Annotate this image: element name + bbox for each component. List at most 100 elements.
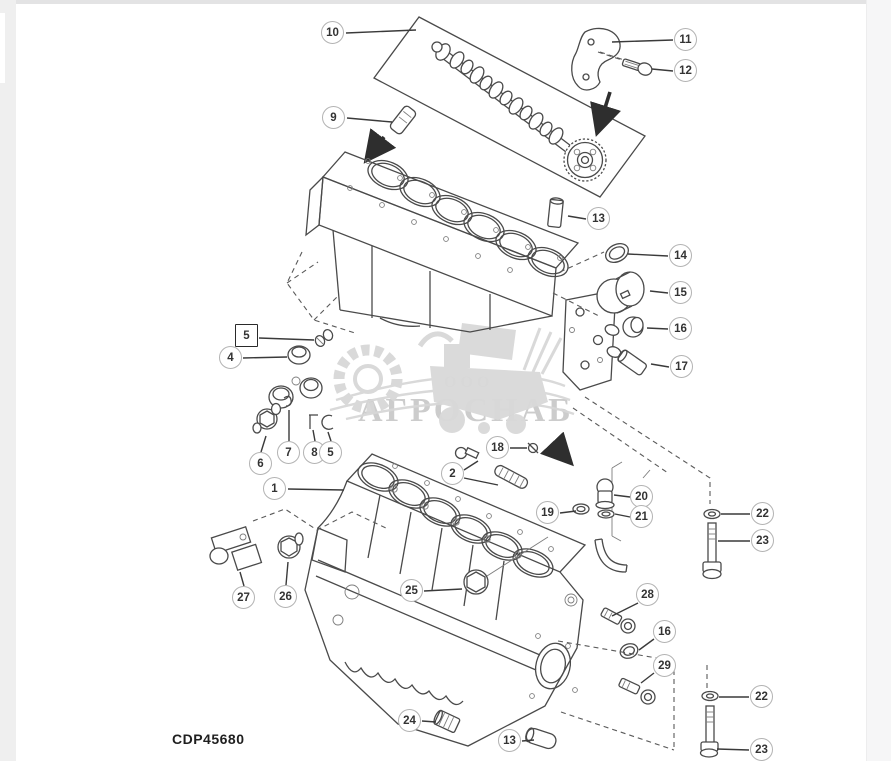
camshaft-group <box>373 16 646 198</box>
leader-line-16b <box>638 638 655 651</box>
scrollbar-fragment[interactable] <box>0 13 5 83</box>
thrust-plate <box>571 27 625 137</box>
leader-line-13a <box>567 215 587 220</box>
callout-22a[interactable]: 22 <box>751 502 774 525</box>
nut-29 <box>640 689 656 705</box>
sensor-group <box>572 461 651 573</box>
leader-line-15 <box>649 290 669 294</box>
callout-1[interactable]: 1 <box>263 477 286 500</box>
leader-line-4 <box>242 356 288 359</box>
dowel-13b <box>525 727 557 750</box>
valve-rotators <box>268 376 323 409</box>
callout-16a[interactable]: 16 <box>669 317 692 340</box>
callout-2[interactable]: 2 <box>441 462 464 485</box>
page-top-strip <box>0 0 891 4</box>
cup-plug-16 <box>622 316 644 338</box>
assembly-arrow <box>539 431 574 467</box>
figure-code: CDP45680 <box>172 731 245 747</box>
stud-29 <box>618 677 641 695</box>
leader-line-25 <box>423 588 463 592</box>
callout-13a[interactable]: 13 <box>587 207 610 230</box>
leader-line-24 <box>421 720 437 723</box>
callout-26[interactable]: 26 <box>274 585 297 608</box>
leader-line-2 <box>463 460 479 471</box>
leader-line-2 <box>463 477 499 486</box>
camshaft-gear <box>563 138 607 182</box>
callout-20[interactable]: 20 <box>630 485 653 508</box>
stud-28 <box>600 607 623 625</box>
engine-block <box>304 453 587 747</box>
leader-line-5b <box>327 431 332 442</box>
leader-line-27 <box>239 571 245 587</box>
sensor-bracket-27 <box>209 526 263 572</box>
valve-lifter <box>363 105 417 164</box>
callout-6[interactable]: 6 <box>249 452 272 475</box>
callout-10[interactable]: 10 <box>321 21 344 44</box>
retainer-clip-5 <box>321 414 334 430</box>
callout-19[interactable]: 19 <box>536 501 559 524</box>
callout-29[interactable]: 29 <box>653 654 676 677</box>
leader-line-13b <box>521 739 535 742</box>
o-ring-16b <box>619 643 639 659</box>
watermark-graphic <box>329 323 575 434</box>
leader-line-9 <box>346 117 393 123</box>
leader-line-17 <box>650 363 670 368</box>
callout-17[interactable]: 17 <box>670 355 693 378</box>
cup-plug-15 <box>596 271 645 314</box>
cylinder-head-block <box>286 151 580 334</box>
watermark-harvester <box>417 323 563 434</box>
leader-line-5a <box>258 337 315 341</box>
valve-cap-4 <box>287 345 311 365</box>
nut-28 <box>620 618 636 634</box>
callout-25[interactable]: 25 <box>400 579 423 602</box>
callout-9[interactable]: 9 <box>322 106 345 129</box>
callout-28[interactable]: 28 <box>636 583 659 606</box>
hex-plug-6 <box>252 402 282 434</box>
leader-line-20 <box>613 494 631 498</box>
spring-pin-8 <box>309 414 318 429</box>
callout-23b[interactable]: 23 <box>750 738 773 761</box>
leader-line-29 <box>640 672 655 684</box>
callout-22b[interactable]: 22 <box>750 685 773 708</box>
oil-nozzle-2 <box>454 446 529 489</box>
callout-5a[interactable]: 5 <box>235 324 258 347</box>
leader-line-10 <box>345 29 417 34</box>
callout-15[interactable]: 15 <box>669 281 692 304</box>
leader-line-28 <box>611 602 639 617</box>
leader-line-1 <box>287 488 345 491</box>
construction-lines <box>252 51 711 751</box>
washer-bolt-upper <box>702 508 722 580</box>
leader-line-14 <box>627 253 669 257</box>
dowel-pin-top <box>547 197 564 229</box>
callout-14[interactable]: 14 <box>669 244 692 267</box>
callout-27[interactable]: 27 <box>232 586 255 609</box>
callout-21[interactable]: 21 <box>630 505 653 528</box>
leader-line-19 <box>559 510 577 514</box>
callout-11[interactable]: 11 <box>674 28 697 51</box>
callout-18[interactable]: 18 <box>486 436 509 459</box>
leader-line-6 <box>260 435 267 453</box>
callout-12[interactable]: 12 <box>674 59 697 82</box>
callout-7[interactable]: 7 <box>277 441 300 464</box>
leader-line-23b <box>716 748 750 751</box>
leader-line-21 <box>614 513 631 518</box>
washer-bolt-lower <box>699 690 719 758</box>
o-ring-14 <box>605 242 629 264</box>
callout-5b[interactable]: 5 <box>319 441 342 464</box>
callout-4[interactable]: 4 <box>219 346 242 369</box>
callout-leader-lines <box>239 29 750 751</box>
leader-line-26 <box>285 561 289 586</box>
leader-line-16a <box>646 327 669 330</box>
callout-24[interactable]: 24 <box>398 709 421 732</box>
leader-line-12 <box>651 68 674 72</box>
callout-23a[interactable]: 23 <box>751 529 774 552</box>
callout-16b[interactable]: 16 <box>653 620 676 643</box>
callout-13b[interactable]: 13 <box>498 729 521 752</box>
knurled-plug-24 <box>433 709 461 733</box>
page-left-strip <box>0 0 16 761</box>
hex-plug-25 <box>463 536 549 595</box>
page-right-strip <box>866 0 891 761</box>
thrust-plate-bolt <box>621 58 653 76</box>
